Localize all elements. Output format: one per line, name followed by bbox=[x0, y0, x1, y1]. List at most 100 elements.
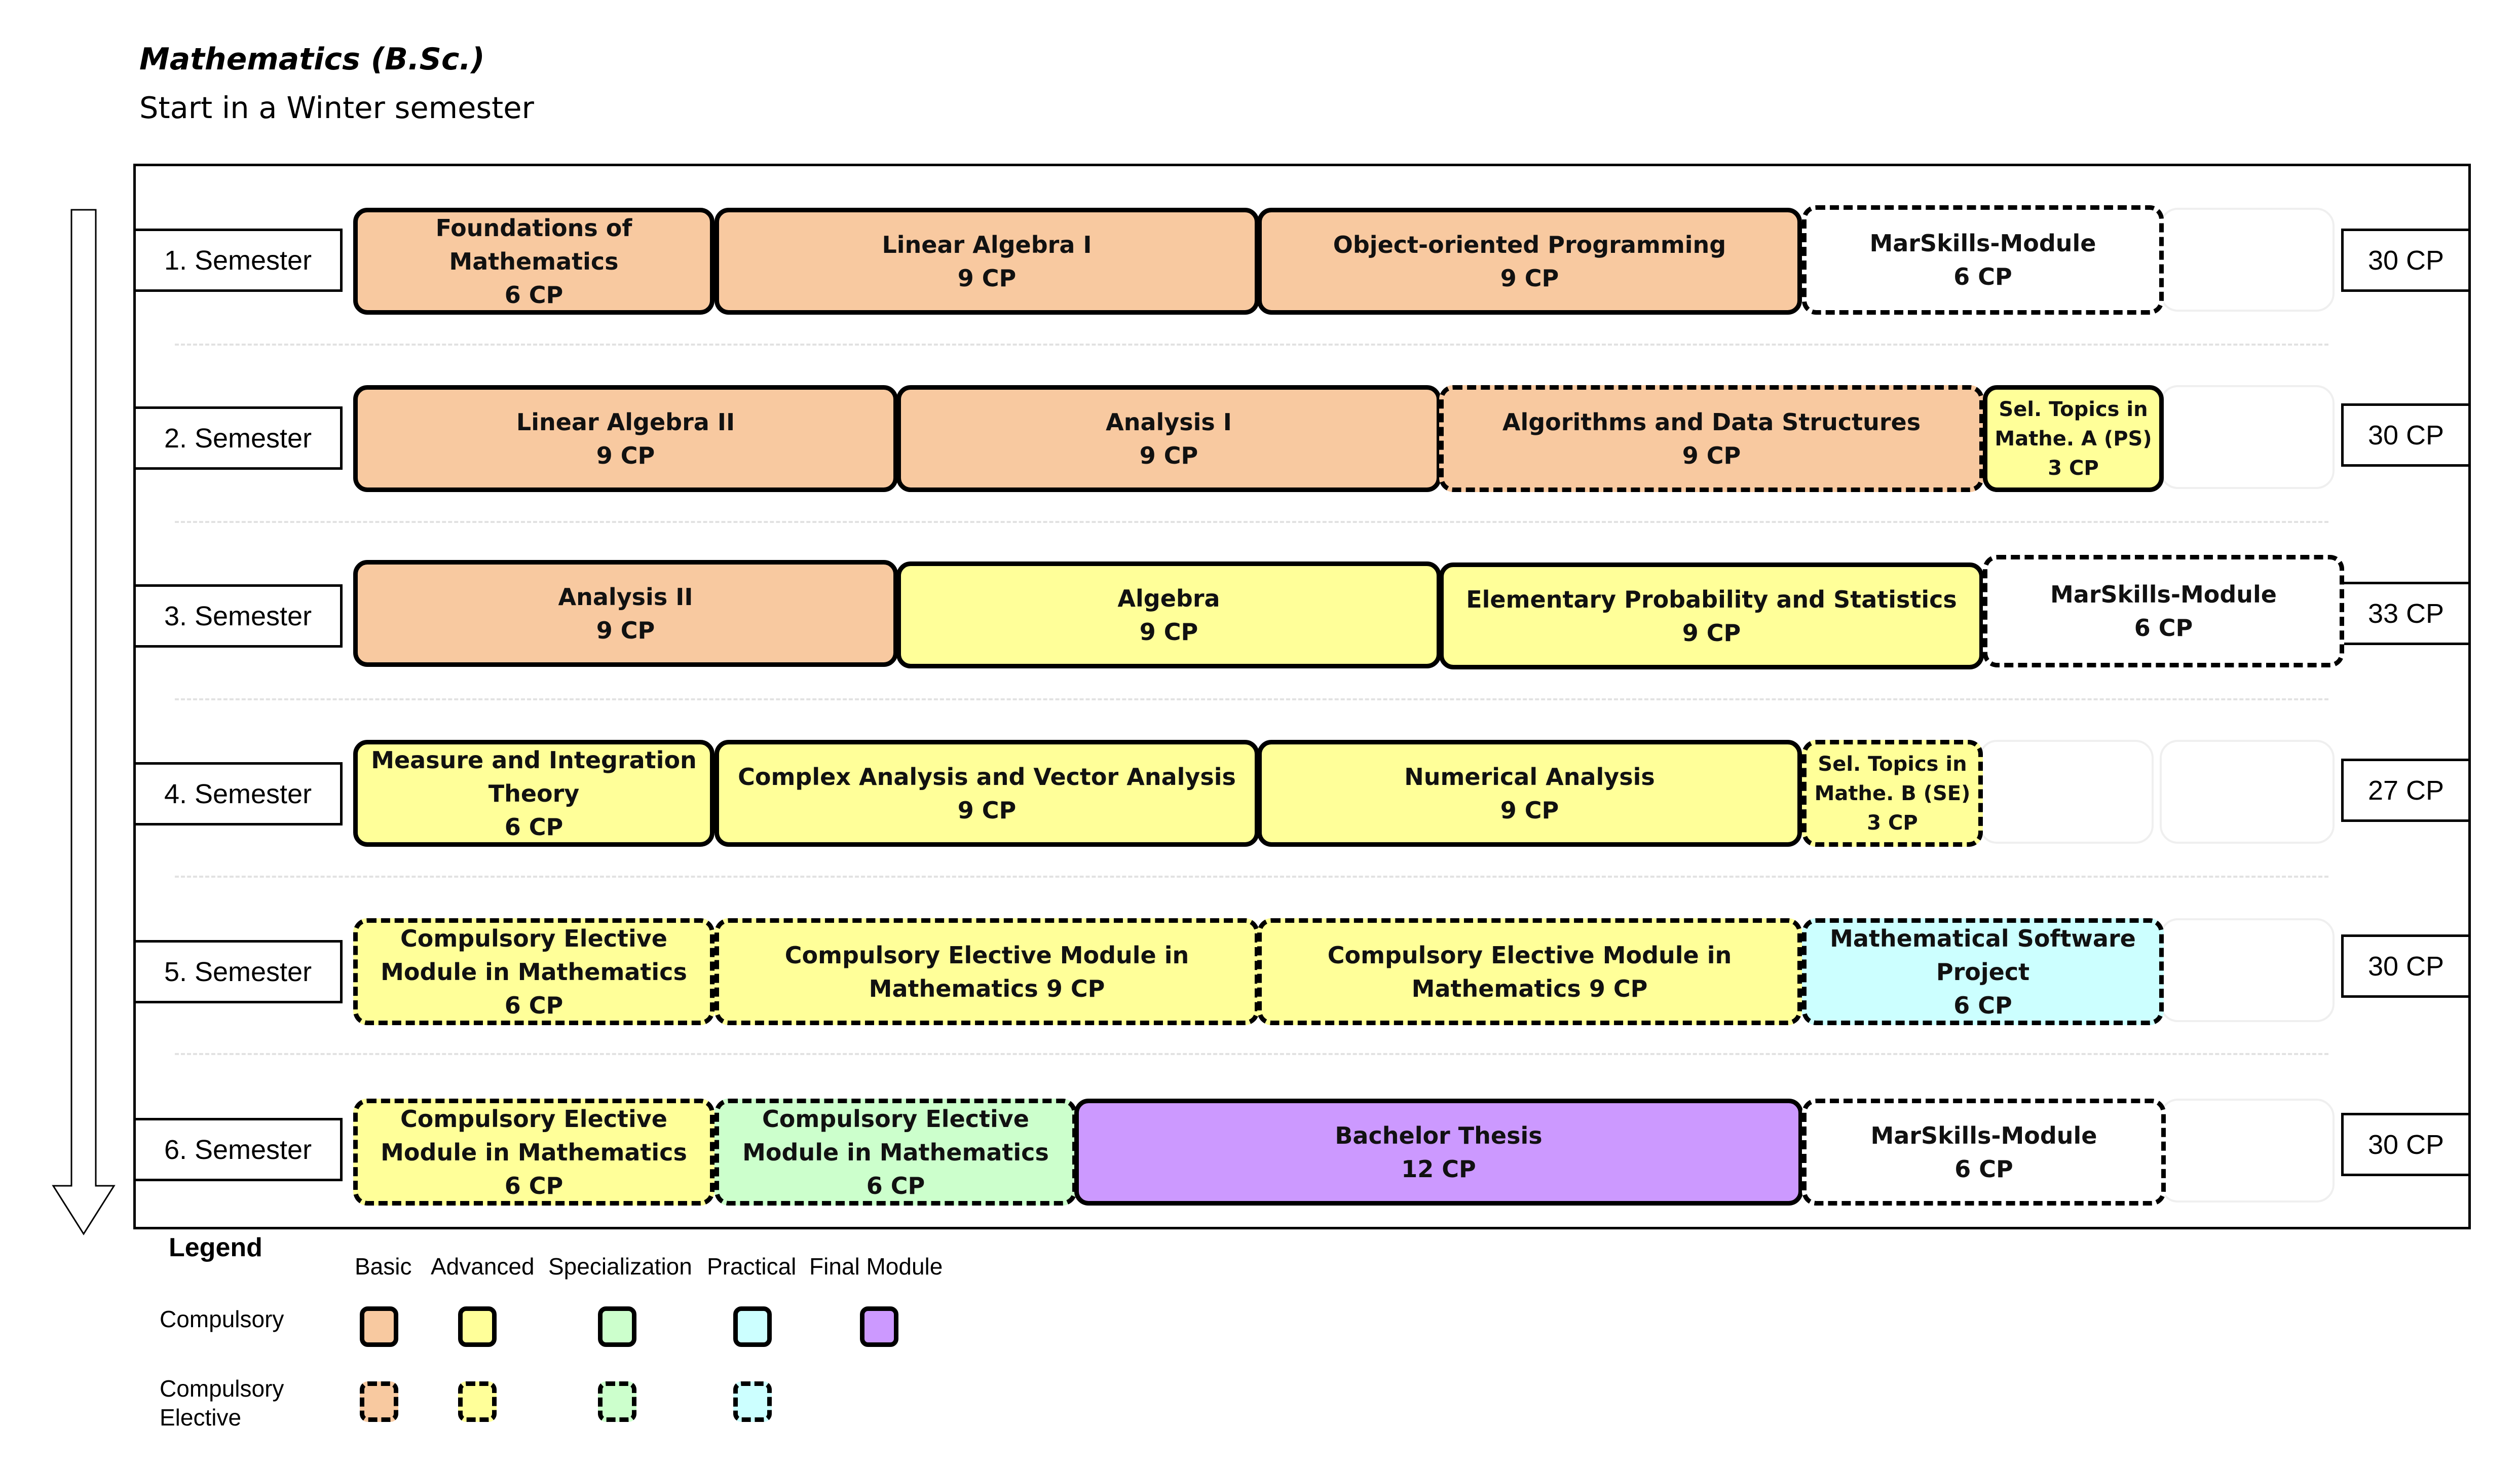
module-text-line: Compulsory Elective bbox=[400, 924, 667, 952]
legend-elective-line-2: Elective bbox=[160, 1404, 242, 1431]
module-numerical-analysis: Numerical Analysis 9 CP bbox=[1257, 740, 1802, 847]
module-text-line: MarSkills-Module bbox=[2050, 581, 2277, 608]
module-text-line: Algorithms and Data Structures bbox=[1502, 408, 1921, 436]
module-selected-topics-a: Sel. Topics in Mathe. A (PS) 3 CP bbox=[1983, 385, 2164, 492]
module-text-line: Analysis II bbox=[558, 583, 693, 611]
semester-3-cp: 33 CP bbox=[2341, 582, 2471, 645]
legend-category-basic: Basic bbox=[355, 1253, 412, 1280]
module-text-line: 9 CP bbox=[1682, 441, 1741, 469]
legend-category-practical: Practical bbox=[707, 1253, 797, 1280]
semester-3-label: 3. Semester bbox=[133, 584, 343, 648]
module-text-line: 6 CP bbox=[1953, 991, 2012, 1019]
module-text-line: MarSkills-Module bbox=[1870, 1121, 2097, 1149]
row-separator bbox=[175, 876, 2328, 878]
module-text-line: Elementary Probability and Statistics bbox=[1466, 585, 1957, 613]
semester-6-label: 6. Semester bbox=[133, 1118, 343, 1181]
legend-swatch-practical-elective bbox=[733, 1381, 772, 1422]
module-text-line: Compulsory Elective Module in bbox=[1327, 941, 1732, 969]
module-text-line: Project bbox=[1936, 958, 2030, 986]
module-text-line: MarSkills-Module bbox=[1869, 230, 2096, 257]
module-analysis-2: Analysis II 9 CP bbox=[353, 560, 898, 667]
program-subtitle: Start in a Winter semester bbox=[139, 90, 534, 125]
empty-slot bbox=[2160, 740, 2335, 844]
module-text-line: 6 CP bbox=[504, 1172, 563, 1199]
module-text-line: Linear Algebra II bbox=[516, 408, 735, 436]
legend-swatch-specialization-elective bbox=[598, 1381, 636, 1422]
row-separator bbox=[175, 698, 2328, 700]
module-text-line: Mathematics 9 CP bbox=[1411, 974, 1648, 1002]
row-separator bbox=[175, 344, 2328, 346]
module-text-line: 12 CP bbox=[1401, 1155, 1476, 1183]
module-text-line: 9 CP bbox=[1139, 618, 1198, 646]
module-text-line: 6 CP bbox=[1954, 1155, 2013, 1183]
legend-swatch-advanced-elective bbox=[458, 1381, 497, 1422]
module-bachelor-thesis: Bachelor Thesis 12 CP bbox=[1074, 1099, 1803, 1206]
module-text-line: 9 CP bbox=[596, 616, 655, 644]
module-text-line: Analysis I bbox=[1106, 408, 1232, 436]
module-algorithms-and-data-structures: Algorithms and Data Structures 9 CP bbox=[1439, 385, 1984, 492]
legend-elective-label: Compulsory Elective bbox=[160, 1374, 284, 1432]
module-marskills-1: MarSkills-Module 6 CP bbox=[1802, 205, 2164, 315]
module-analysis-1: Analysis I 9 CP bbox=[896, 385, 1441, 492]
semester-5-cp: 30 CP bbox=[2341, 934, 2471, 998]
curriculum-frame bbox=[133, 164, 2471, 1229]
module-text-line: 9 CP bbox=[957, 796, 1017, 824]
module-text-line: Mathe. A (PS) bbox=[1995, 427, 2152, 451]
legend-category-advanced: Advanced bbox=[431, 1253, 535, 1280]
module-text-line: Sel. Topics in bbox=[1999, 397, 2148, 421]
module-text-line: 6 CP bbox=[504, 281, 563, 309]
empty-slot bbox=[2160, 1099, 2335, 1203]
module-text-line: Algebra bbox=[1117, 584, 1220, 612]
legend-elective-line-1: Compulsory bbox=[160, 1375, 284, 1402]
module-compulsory-elective-5c: Compulsory Elective Module in Mathematics… bbox=[1257, 918, 1802, 1025]
empty-slot bbox=[2160, 208, 2335, 312]
module-text-line: Bachelor Thesis bbox=[1335, 1121, 1543, 1149]
module-text-line: 6 CP bbox=[504, 813, 563, 841]
row-separator bbox=[175, 1053, 2328, 1055]
empty-slot bbox=[2160, 385, 2335, 489]
module-text-line: 9 CP bbox=[1139, 441, 1198, 469]
legend-category-specialization: Specialization bbox=[548, 1253, 692, 1280]
module-text-line: Foundations of bbox=[435, 214, 632, 242]
module-text-line: 6 CP bbox=[866, 1172, 925, 1199]
module-text-line: Module in Mathematics bbox=[381, 958, 687, 986]
legend-swatch-basic-compulsory bbox=[360, 1306, 398, 1347]
empty-slot bbox=[2160, 918, 2335, 1022]
semester-2-label: 2. Semester bbox=[133, 406, 343, 470]
module-text-line: Measure and Integration bbox=[371, 746, 697, 774]
module-text-line: 9 CP bbox=[957, 264, 1017, 292]
module-text-line: Compulsory Elective bbox=[762, 1105, 1029, 1133]
module-text-line: 9 CP bbox=[596, 441, 655, 469]
module-text-line: 9 CP bbox=[1500, 796, 1559, 824]
semester-6-cp: 30 CP bbox=[2341, 1113, 2471, 1176]
module-linear-algebra-1: Linear Algebra I 9 CP bbox=[714, 208, 1259, 315]
module-text-line: 3 CP bbox=[2048, 456, 2099, 480]
legend-swatch-final-compulsory bbox=[860, 1306, 898, 1347]
module-text-line: 9 CP bbox=[1682, 619, 1741, 647]
legend-category-final: Final Module bbox=[809, 1253, 943, 1280]
module-complex-and-vector-analysis: Complex Analysis and Vector Analysis 9 CP bbox=[714, 740, 1259, 847]
module-elementary-probability-and-statistics: Elementary Probability and Statistics 9 C… bbox=[1439, 562, 1984, 669]
module-text-line: Theory bbox=[488, 779, 580, 807]
module-text-line: Complex Analysis and Vector Analysis bbox=[738, 763, 1236, 791]
module-text-line: 6 CP bbox=[1953, 263, 2012, 290]
empty-slot bbox=[1979, 740, 2154, 844]
module-text-line: Mathematical Software bbox=[1830, 924, 2136, 952]
module-text-line: Module in Mathematics bbox=[381, 1138, 687, 1166]
module-linear-algebra-2: Linear Algebra II 9 CP bbox=[353, 385, 898, 492]
module-text-line: Linear Algebra I bbox=[882, 231, 1092, 258]
program-title: Mathematics (B.Sc.) bbox=[139, 42, 485, 77]
module-text-line: Numerical Analysis bbox=[1404, 763, 1655, 791]
module-text-line: Sel. Topics in bbox=[1818, 752, 1967, 776]
down-arrow-icon bbox=[52, 209, 116, 1235]
semester-1-cp: 30 CP bbox=[2341, 229, 2471, 292]
